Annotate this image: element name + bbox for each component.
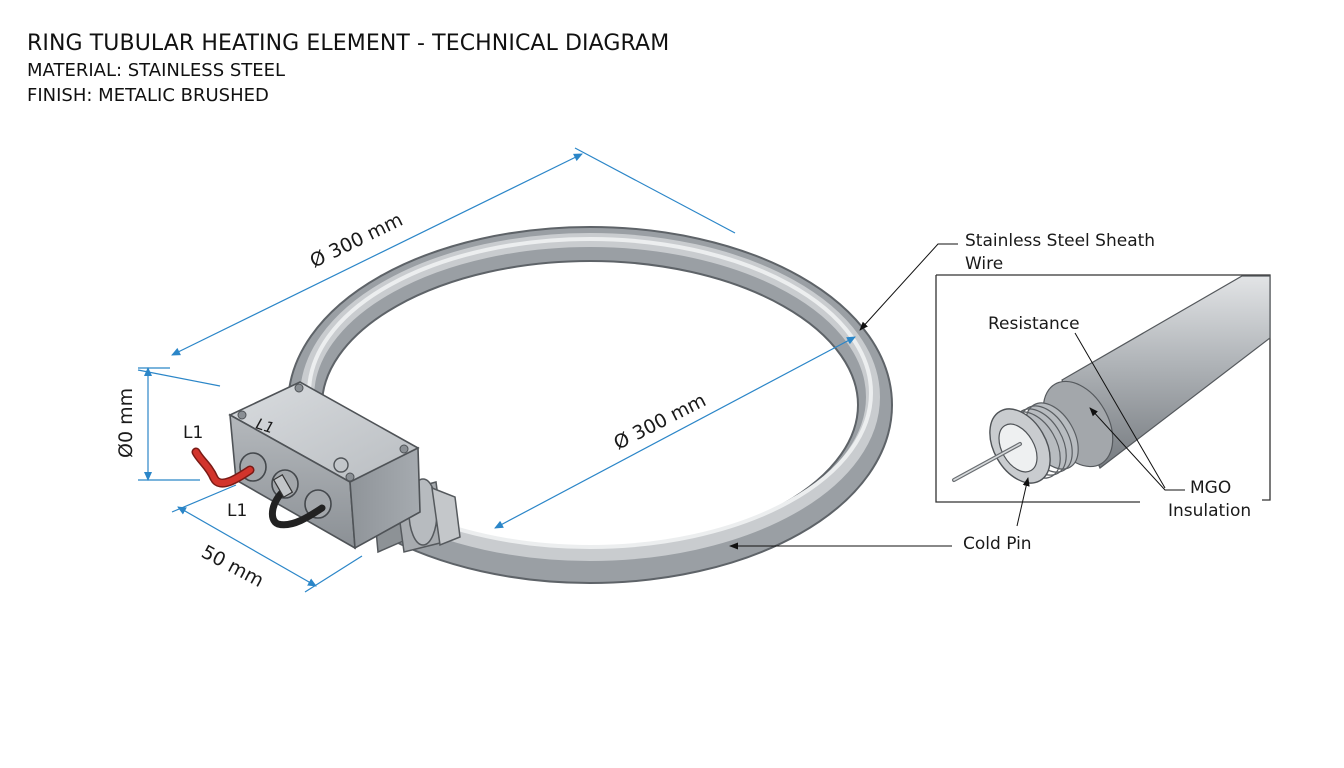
material-spec: MATERIAL: STAINLESS STEEL [27, 60, 286, 81]
box-width-label: 50 mm [198, 541, 268, 592]
terminal-box [228, 381, 421, 550]
callout-sheath [859, 243, 958, 331]
red-wire-highlight [193, 449, 253, 486]
terminal-label-bottom: L1 [227, 501, 247, 521]
header: RING TUBULAR HEATING ELEMENT - TECHNICAL… [27, 30, 669, 108]
threaded-stud [272, 474, 294, 498]
detail-inset [935, 274, 1271, 503]
callout-cold-pin-inset [1016, 477, 1030, 527]
finish-spec: FINISH: METALIC BRUSHED [27, 85, 269, 106]
sheath-label-line2: Wire [965, 254, 1003, 274]
box-height-label: Ø0 mm [115, 388, 137, 458]
box-mark-label: L1 [254, 415, 277, 438]
callout-resistance [1074, 332, 1166, 489]
callout-mgo [1089, 407, 1185, 491]
dimension-box-height [138, 367, 200, 481]
page-title: RING TUBULAR HEATING ELEMENT - TECHNICAL… [27, 31, 670, 56]
outer-diameter-label: Ø 300 mm [307, 209, 407, 273]
terminal-label-top: L1 [183, 423, 203, 443]
dimension-box-width [171, 484, 363, 593]
cold-pin-label: Cold Pin [963, 534, 1032, 554]
sheath-label: Stainless Steel Sheath [965, 231, 1155, 251]
mgo-label-line2: Insulation [1168, 501, 1251, 521]
resistance-label: Resistance [988, 314, 1080, 334]
mgo-label: MGO [1190, 478, 1231, 498]
dimension-inner-diameter [494, 336, 856, 529]
